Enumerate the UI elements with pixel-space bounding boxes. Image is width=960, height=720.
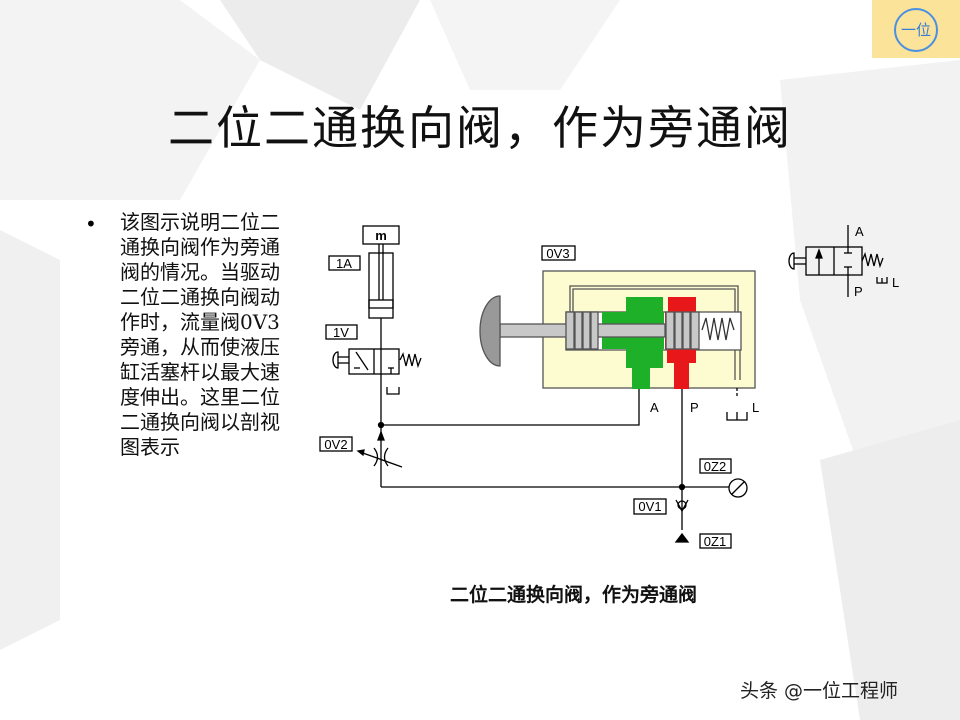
port-a-label: A [650,400,659,415]
port-p-label: P [690,400,699,415]
gauge-label: 0Z2 [704,459,726,474]
throttle-label: 0V2 [324,437,347,452]
logo-text: 一位 [894,8,938,52]
pump-label: 0Z1 [704,534,726,549]
bullet-text: 该图示说明二位二通换向阀作为旁通阀的情况。当驱动二位二通换向阀动作时，流量阀0V… [120,210,280,459]
check-valve-icon [675,499,689,513]
label-box [328,255,361,271]
mass-label: m [375,228,387,243]
throttle-valve-symbol [356,447,403,468]
symbol-port-l: L [892,275,899,290]
logo-badge: 一位 [872,0,960,58]
bypass-valve-cutaway [479,270,756,421]
valve-1v-symbol [332,348,422,395]
check-valve-label: 0V1 [638,499,661,514]
slide-title: 二位二通换向阀，作为旁通阀 [168,101,792,155]
cylinder-label: 1A [336,256,352,271]
bullet-icon: • [85,212,97,236]
watermark: 头条 @一位工程师 [740,680,899,702]
symbol-port-p: P [854,284,863,299]
port-l-label: L [752,400,759,415]
mass-box [362,225,400,245]
symbol-port-a: A [855,224,864,239]
diagram-caption: 二位二通换向阀，作为旁通阀 [450,584,698,606]
valve-1v-label: 1V [333,325,349,340]
valve-2-2-symbol [788,225,888,297]
bypass-valve-label: 0V3 [546,246,569,261]
pressure-gauge-icon [728,478,748,498]
pump-source-icon [674,532,690,543]
